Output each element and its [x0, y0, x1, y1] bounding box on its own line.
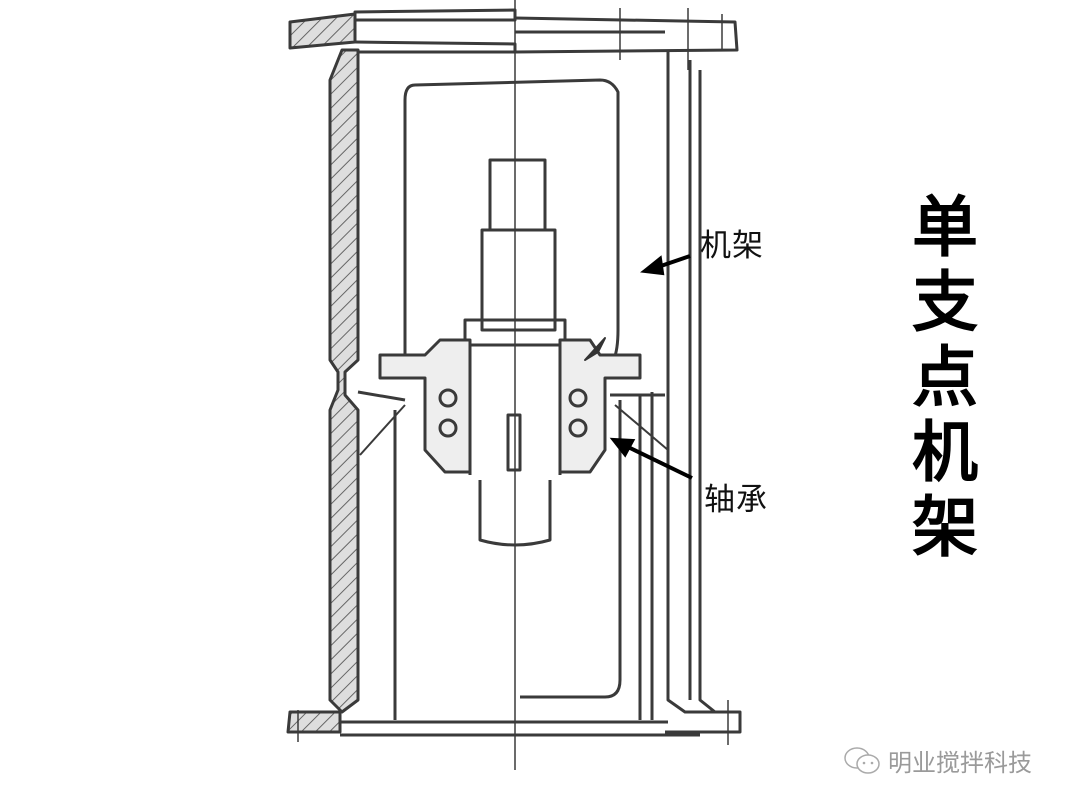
left-shell-wall	[286, 48, 360, 734]
inner-window-lower	[520, 400, 622, 699]
watermark-text: 明业搅拌科技	[888, 749, 1032, 777]
annotation-arrows	[609, 254, 693, 480]
title-char: 单	[912, 189, 978, 266]
bottom-flange	[297, 710, 700, 742]
inner-window-upper	[414, 78, 620, 372]
bearing-housing	[378, 318, 642, 475]
title-char: 点	[912, 339, 978, 416]
right-shell-wall	[665, 52, 742, 745]
title-char: 支	[912, 264, 978, 341]
diagram-title: 单 支 点 机 架	[905, 190, 985, 565]
title-char: 机	[912, 414, 978, 491]
watermark: 明业搅拌科技	[842, 743, 1032, 778]
title-char: 架	[912, 489, 978, 566]
wechat-icon	[844, 746, 880, 774]
bearing-label: 轴承	[704, 482, 768, 518]
shaft	[478, 158, 557, 547]
frame-label: 机架	[700, 228, 764, 264]
